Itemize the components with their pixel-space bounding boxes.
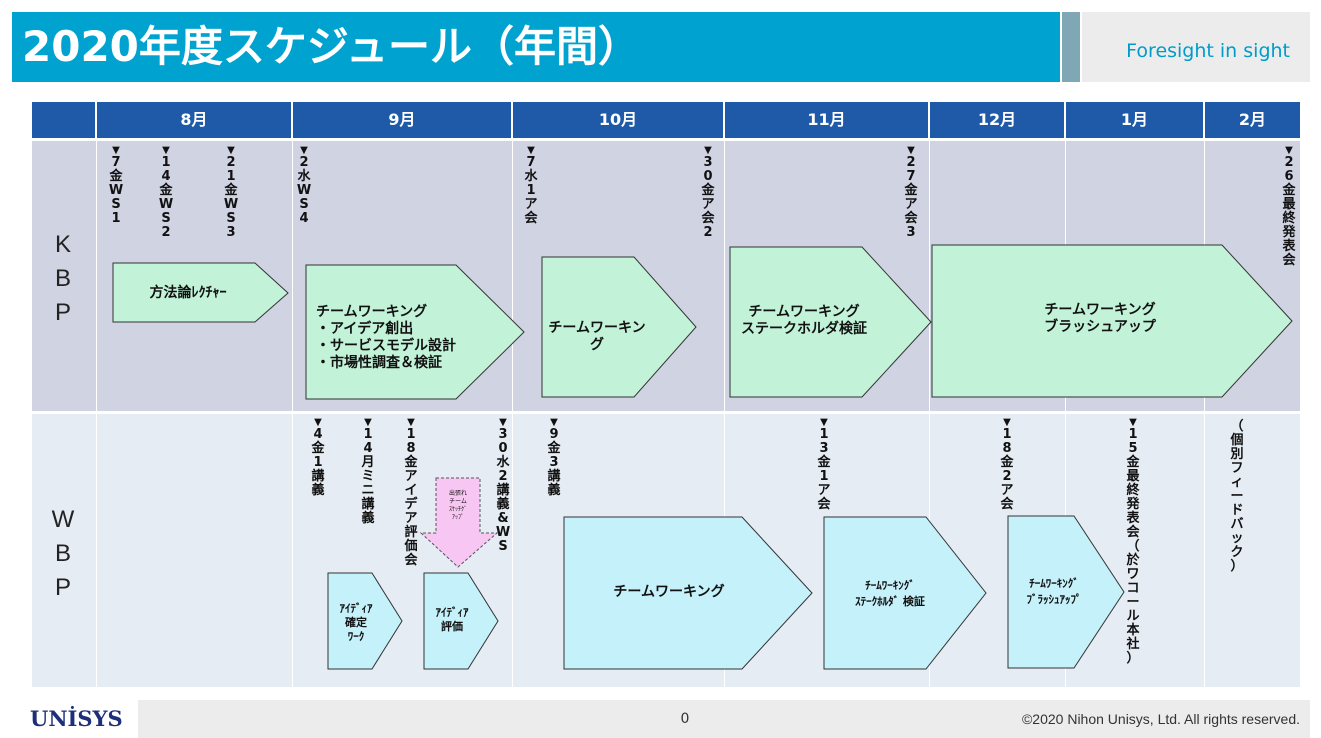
column-divider bbox=[96, 141, 97, 687]
callout-label: 出張れ チーム ｽｹｯﾁｸﾞ ｱｯﾌﾟ bbox=[448, 490, 467, 521]
wbp-milestone: ▼13 金 1 ア 会 bbox=[817, 417, 831, 512]
month-header-nov: 11月 bbox=[725, 102, 928, 138]
month-header-feb: 2月 bbox=[1205, 102, 1300, 138]
column-divider bbox=[1204, 141, 1205, 687]
kbp-milestone: ▼21 金 W S 3 bbox=[223, 145, 239, 240]
wbp-label: W B P bbox=[51, 506, 75, 601]
kbp-arrow bbox=[305, 264, 525, 400]
wbp-milestone: ▼30 水 2 講 義 & W S bbox=[495, 417, 511, 554]
month-header-jan: 1月 bbox=[1066, 102, 1203, 138]
header-bar bbox=[12, 12, 1060, 82]
header-tag-panel bbox=[1082, 12, 1310, 82]
kbp-arrow-label: チームワーキング ステークホルダ検証 bbox=[741, 304, 867, 337]
copyright: ©2020 Nihon Unisys, Ltd. All rights rese… bbox=[1021, 711, 1300, 727]
wbp-milestone: ▼4 金 1 講 義 bbox=[311, 417, 325, 498]
header-accent bbox=[1062, 12, 1080, 82]
wbp-arrow-label: チームワーキング bbox=[613, 584, 725, 600]
column-divider bbox=[929, 141, 930, 687]
unisys-logo: UNİSYS bbox=[30, 706, 123, 731]
page-number: 0 bbox=[680, 711, 690, 727]
column-divider bbox=[724, 141, 725, 687]
kbp-arrow bbox=[931, 244, 1293, 398]
kbp-arrow bbox=[112, 262, 289, 323]
wbp-arrow bbox=[327, 572, 403, 670]
footer-bar bbox=[138, 700, 1310, 738]
kbp-arrow bbox=[729, 246, 932, 398]
kbp-arrow-label: チームワーキング ブラッシュアップ bbox=[1044, 302, 1156, 335]
column-divider bbox=[292, 141, 293, 687]
wbp-arrow-label: ﾁｰﾑﾜｰｷﾝｸﾞ ﾌﾞﾗｯｼｭｱｯﾌﾟ bbox=[1026, 577, 1082, 606]
kbp-milestone: ▼27 金 ア 会 3 bbox=[904, 145, 918, 240]
wbp-milestone: ▼9 金 3 講 義 bbox=[547, 417, 561, 498]
month-header-sep: 9月 bbox=[293, 102, 511, 138]
kbp-arrow-label: チームワーキング ・アイデア創出 ・サービスモデル設計 ・市場性調査＆検証 bbox=[316, 304, 456, 371]
wbp-arrow bbox=[823, 516, 987, 670]
kbp-milestone: ▼30 金 ア 会 2 bbox=[701, 145, 715, 240]
column-divider bbox=[1065, 141, 1066, 687]
tagline: Foresight in sight bbox=[1126, 40, 1290, 62]
kbp-arrow-label: チームワーキング bbox=[548, 320, 646, 353]
wbp-arrow-label: ｱｲﾃﾞｨｱ 評価 bbox=[435, 606, 469, 633]
wbp-milestone: （ 個 別 フ ィ ー ド バ ッ ク ） bbox=[1230, 419, 1244, 574]
wbp-arrow bbox=[1007, 515, 1125, 669]
kbp-milestone: ▼26 金 最 終 発 表 会 bbox=[1282, 145, 1296, 268]
wbp-milestone: ▼15 金 最 終 発 表 会 （ 於 ワ コ ー ル 本 社 ） bbox=[1126, 417, 1140, 666]
month-header-blank bbox=[32, 102, 95, 138]
wbp-milestone: ▼18 金 ア イ デ ア 評 価 会 bbox=[404, 417, 418, 568]
callout-down-arrow bbox=[419, 477, 499, 568]
wbp-arrow bbox=[563, 516, 813, 670]
wbp-arrow-label: ｱｲﾃﾞｨｱ 確定 ﾜｰｸ bbox=[339, 602, 373, 643]
wbp-milestone: ▼14 月 ミ ニ 講 義 bbox=[361, 417, 375, 526]
kbp-milestone: ▼7 金 W S 1 bbox=[108, 145, 124, 226]
wbp-milestone: ▼18 金 2 ア 会 bbox=[1000, 417, 1014, 512]
month-header-aug: 8月 bbox=[97, 102, 291, 138]
kbp-milestone: ▼2 水 W S 4 bbox=[296, 145, 312, 226]
column-divider bbox=[512, 141, 513, 687]
kbp-label: K B P bbox=[54, 231, 71, 326]
kbp-arrow-label: 方法論ﾚｸﾁｬｰ bbox=[149, 285, 227, 301]
kbp-arrow bbox=[541, 256, 697, 398]
wbp-arrow bbox=[423, 572, 499, 670]
month-header-dec: 12月 bbox=[930, 102, 1064, 138]
page-title: 2020年度スケジュール（年間） bbox=[22, 22, 640, 71]
month-header-oct: 10月 bbox=[513, 102, 723, 138]
kbp-milestone: ▼14 金 W S 2 bbox=[158, 145, 174, 240]
wbp-arrow-label: ﾁｰﾑﾜｰｷﾝｸﾞ ｽﾃｰｸﾎﾙﾀﾞ 検証 bbox=[855, 579, 925, 608]
kbp-milestone: ▼7 水 1 ア 会 bbox=[524, 145, 538, 226]
